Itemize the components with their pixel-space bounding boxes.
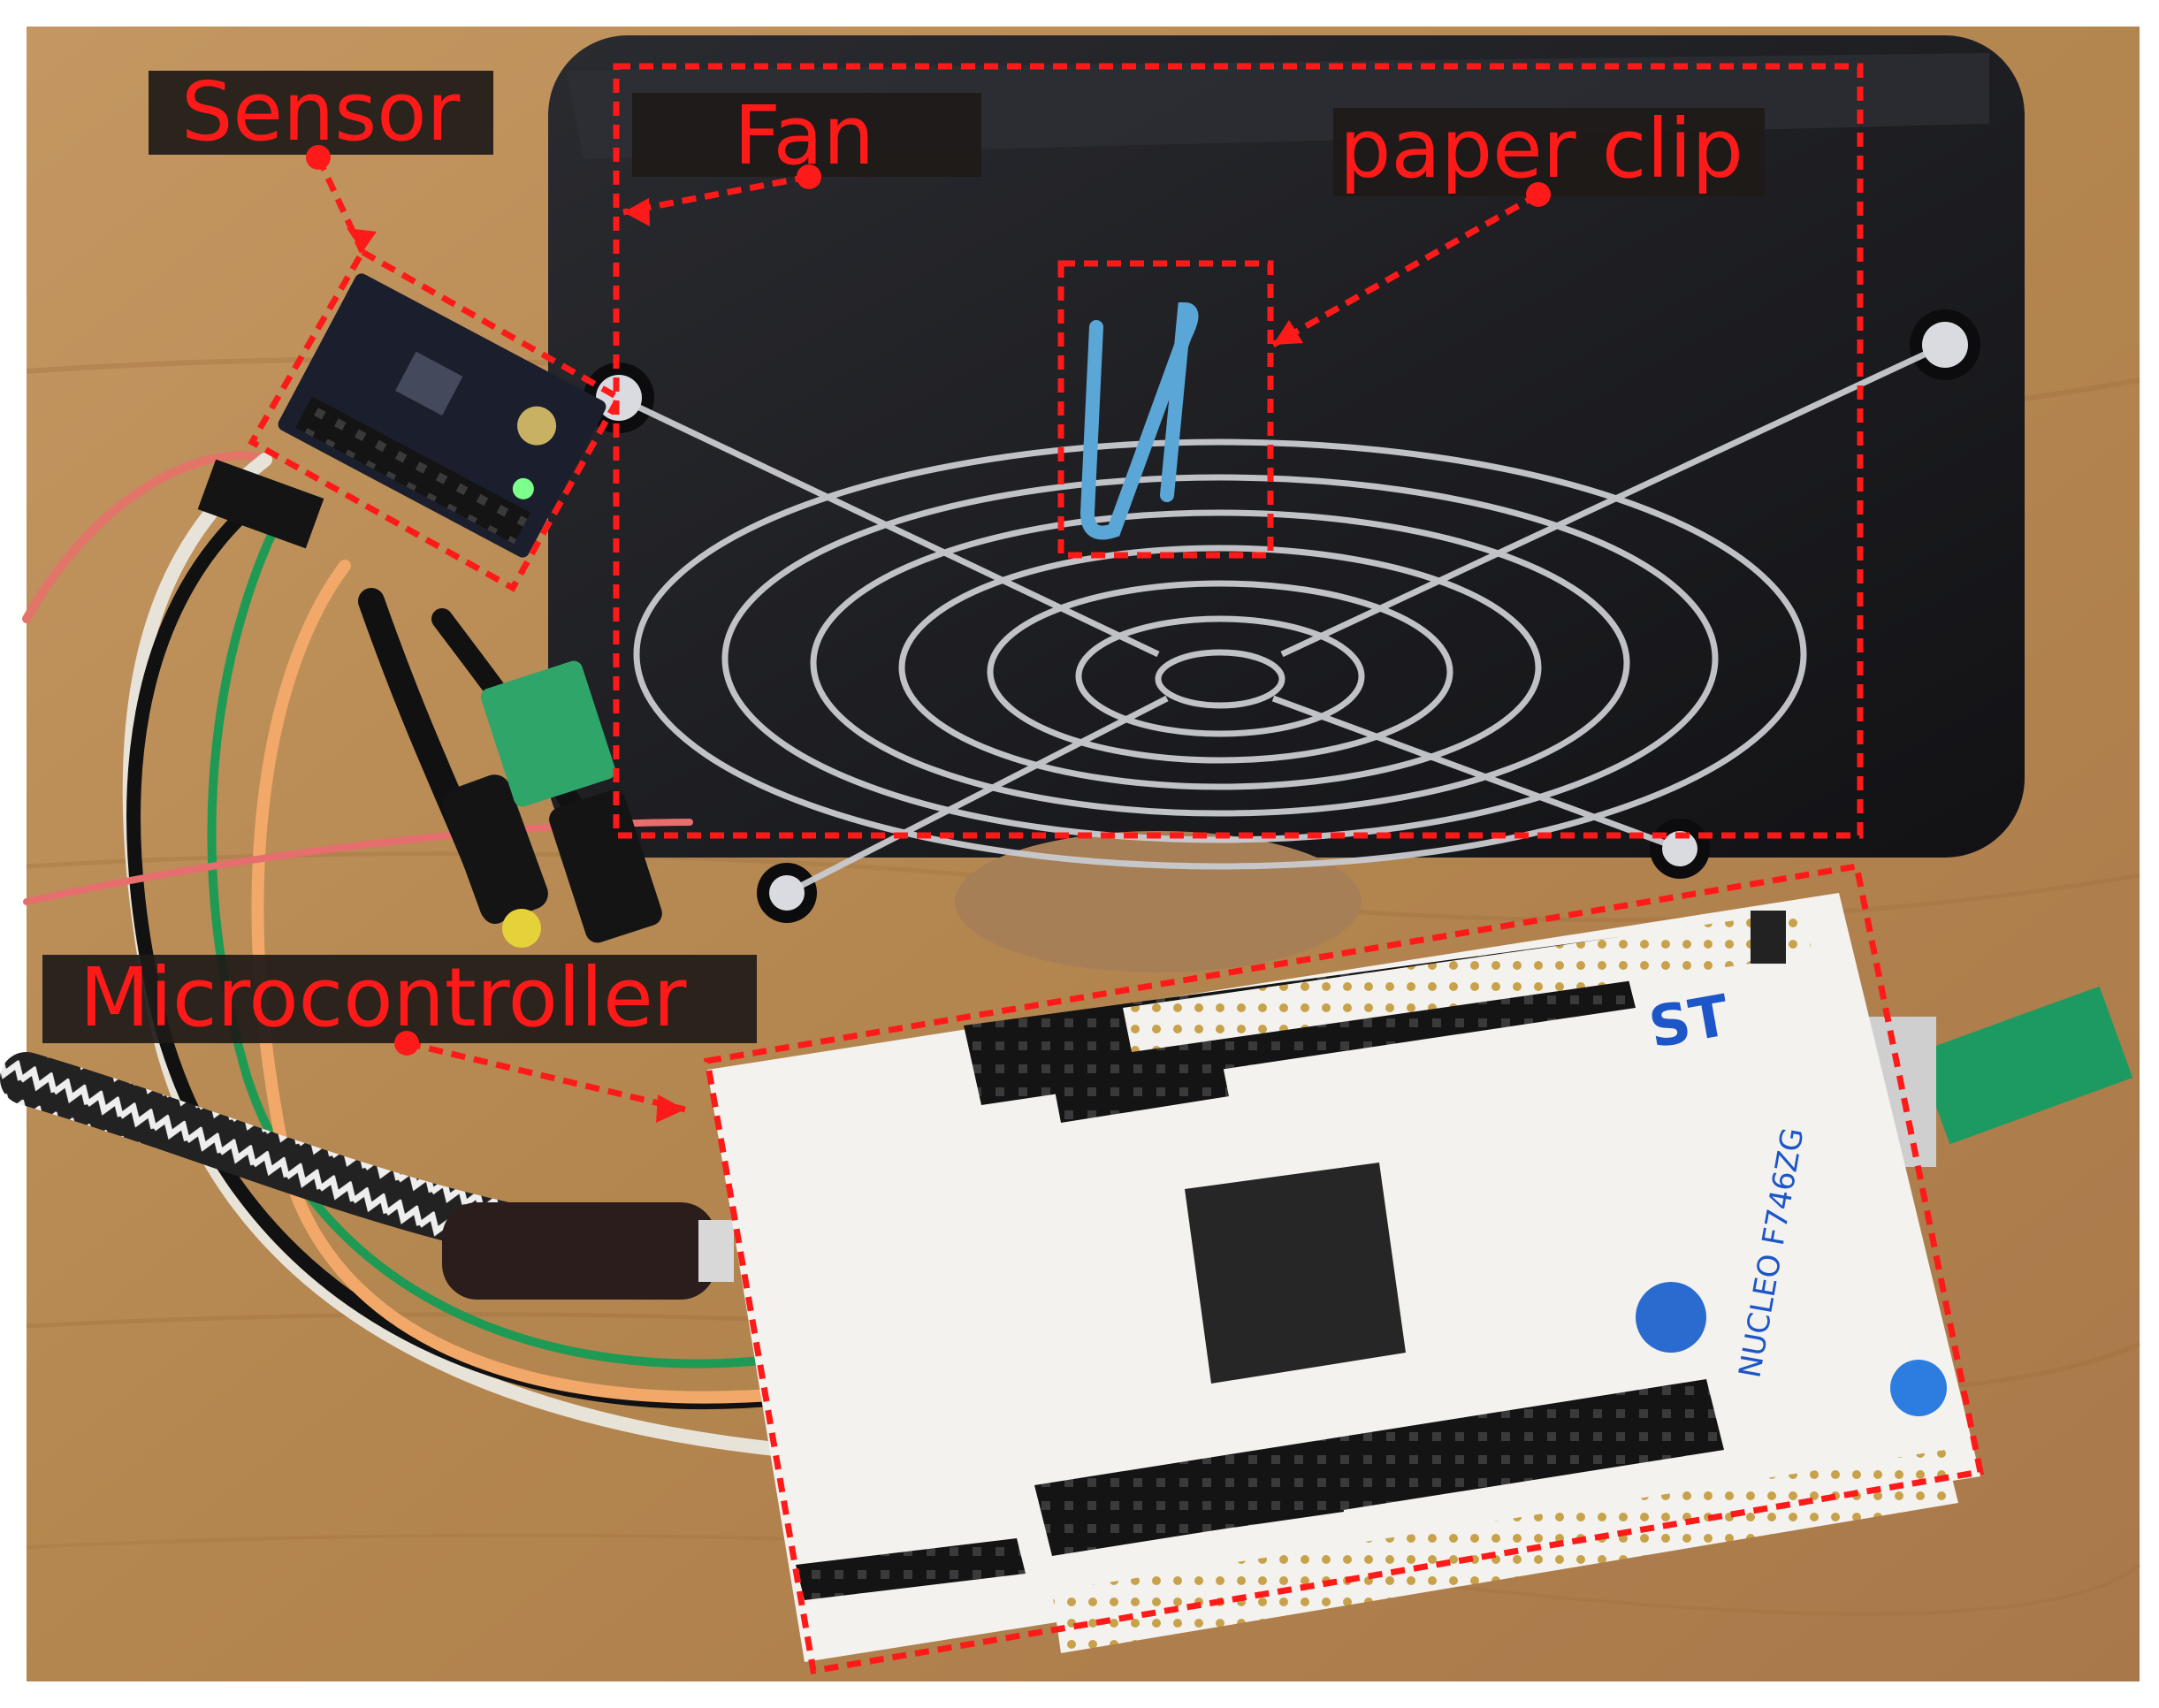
annotation-overlays — [248, 63, 1985, 1675]
power-plugs — [442, 660, 734, 1300]
annotation-label-paper-clip: paper clip — [1333, 102, 1765, 196]
annotation-pointer-dots — [306, 145, 1551, 1123]
microcontroller-label: Microcontroller — [80, 950, 687, 1045]
fan-dashed-box — [613, 63, 1864, 839]
annotation-label-microcontroller: Microcontroller — [42, 950, 757, 1045]
paper-clip — [1080, 301, 1199, 540]
paper-clip-dashed-box — [1057, 260, 1274, 559]
sensor-label: Sensor — [181, 65, 461, 159]
board-brand: ST — [1644, 983, 1735, 1062]
annotation-label-sensor: Sensor — [149, 65, 493, 159]
sensor — [197, 273, 607, 558]
sensor-dashed-box — [248, 248, 623, 592]
microcontroller-dashed-box — [703, 862, 1985, 1675]
paper-clip-label: paper clip — [1339, 102, 1743, 196]
